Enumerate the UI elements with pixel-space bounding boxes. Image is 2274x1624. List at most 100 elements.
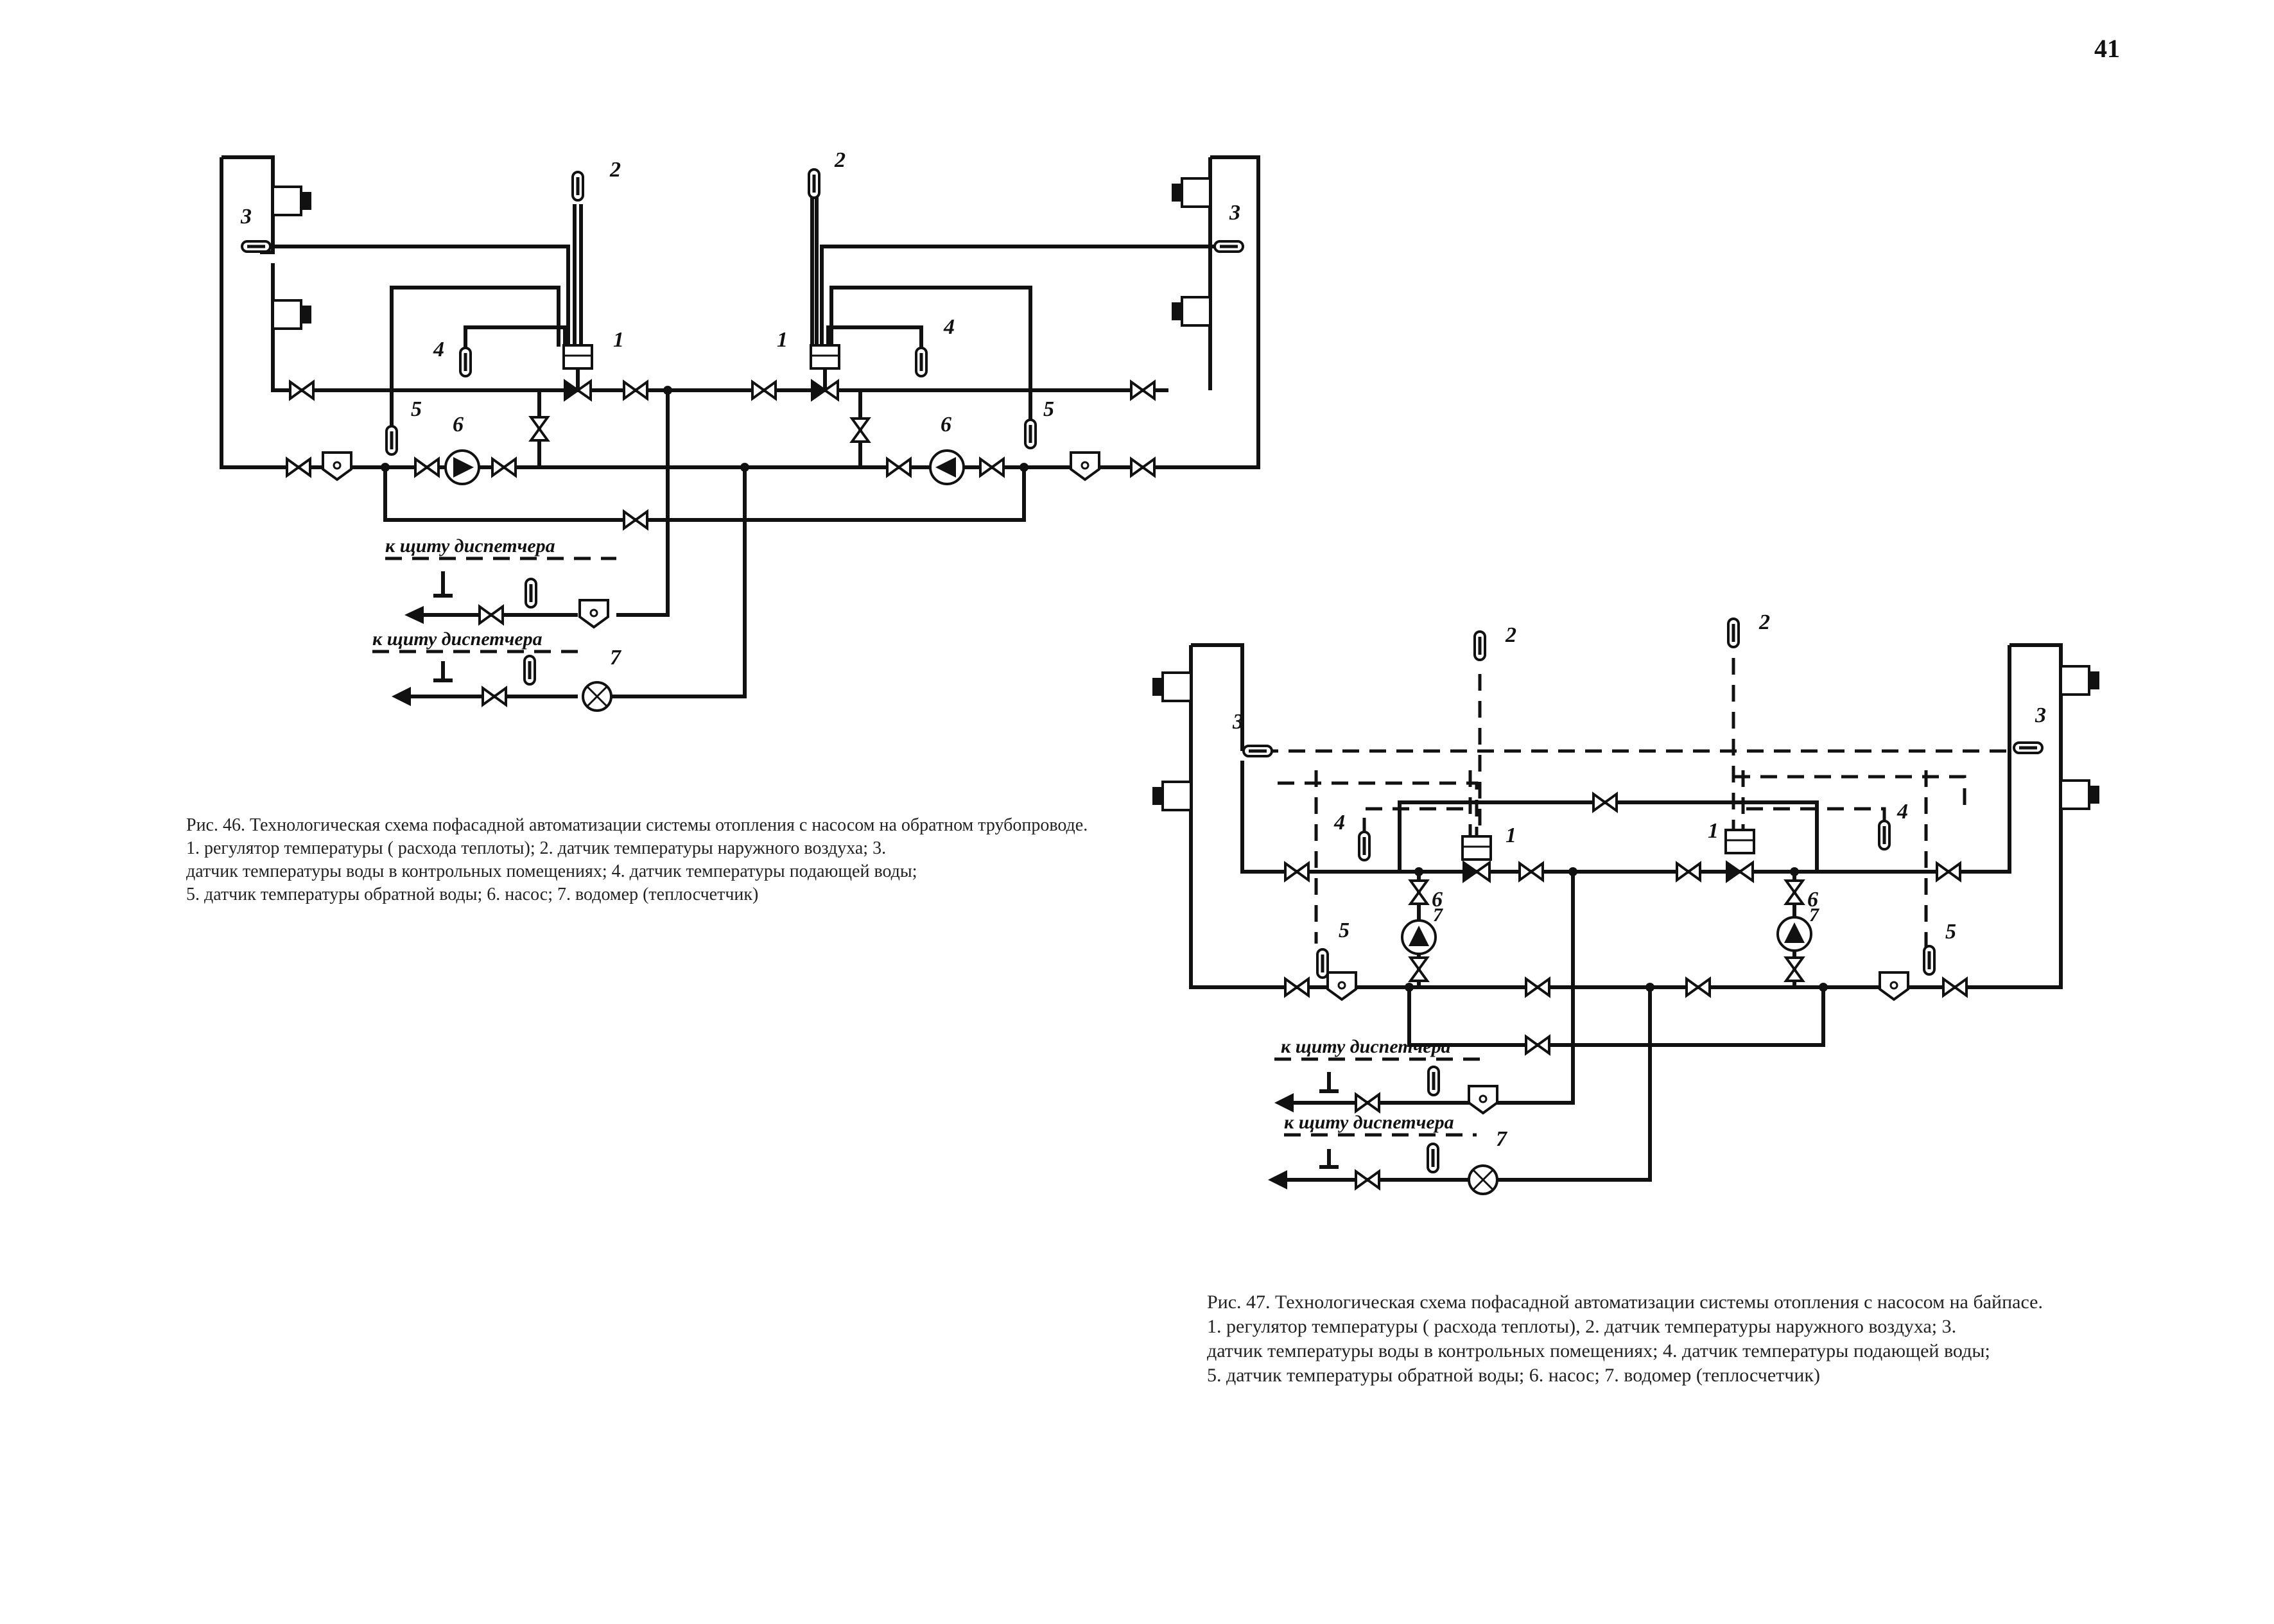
regulator-right-valve xyxy=(1726,861,1754,882)
valve xyxy=(1525,1035,1550,1055)
regulator-right-actuator xyxy=(810,344,840,370)
valve xyxy=(623,381,648,400)
label-7: 7 xyxy=(1433,904,1443,926)
valve xyxy=(1130,458,1156,477)
regulator-right-actuator xyxy=(1724,829,1755,854)
return-sensor-left xyxy=(1317,949,1328,978)
label-4: 4 xyxy=(943,315,955,339)
pump-left xyxy=(1401,919,1437,955)
valve xyxy=(623,510,648,530)
label-6: 6 xyxy=(453,413,464,436)
valve xyxy=(414,458,440,477)
heater-left-upper xyxy=(1151,671,1192,702)
label-2: 2 xyxy=(1758,610,1770,634)
figure-46-scheme: 2 2 3 3 1 1 4 4 5 5 6 6 7 к щиту диспетч… xyxy=(220,148,1260,712)
figure-46-caption: Рис. 46. Технологическая схема пофасадно… xyxy=(186,814,1124,906)
label-1: 1 xyxy=(777,328,788,352)
valve xyxy=(1785,956,1804,982)
legend-line: 1. регулятор температуры ( расхода тепло… xyxy=(186,838,887,858)
label-4: 4 xyxy=(1333,811,1345,834)
supply-sensor-left xyxy=(460,348,471,376)
valve xyxy=(1284,978,1310,997)
return-sensor-right xyxy=(1924,946,1934,974)
label-7: 7 xyxy=(1496,1127,1508,1151)
label-1: 1 xyxy=(613,328,624,352)
dispatcher-label: к щиту диспетчера xyxy=(1281,1036,1451,1057)
label-4: 4 xyxy=(1896,800,1908,824)
room-sensor-left xyxy=(1244,746,1272,756)
strainer-right xyxy=(1879,971,1909,1001)
valve xyxy=(1409,879,1428,905)
label-3: 3 xyxy=(2035,704,2046,727)
valve xyxy=(1942,978,1968,997)
label-4: 4 xyxy=(433,338,444,361)
heat-sensor xyxy=(526,579,536,607)
valve xyxy=(1785,879,1804,905)
room-sensor-right xyxy=(2014,743,2042,753)
heat-sensor xyxy=(525,656,535,684)
heater-left-upper xyxy=(272,186,313,216)
outdoor-sensor-left xyxy=(573,172,583,200)
pump-left xyxy=(444,449,480,485)
valve xyxy=(1518,862,1544,881)
strainer-right xyxy=(1070,451,1100,481)
room-sensor-left xyxy=(242,241,270,252)
label-7: 7 xyxy=(610,646,622,669)
label-5: 5 xyxy=(1043,397,1054,421)
label-1: 1 xyxy=(1708,819,1719,843)
label-2: 2 xyxy=(609,158,621,182)
caption-title: Рис. 46. Технологическая схема пофасадно… xyxy=(186,815,1088,835)
dispatcher-label: к щиту диспетчера xyxy=(1284,1112,1454,1133)
heater-left-lower xyxy=(272,299,313,330)
caption-title: Рис. 47. Технологическая схема пофасадно… xyxy=(1207,1291,2043,1313)
regulator-left-actuator xyxy=(562,344,593,370)
valve xyxy=(1355,1093,1380,1112)
pump-right xyxy=(929,449,965,485)
dispatcher-label: к щиту диспетчера xyxy=(372,628,542,650)
pump-right xyxy=(1776,916,1812,952)
bypass-valve-right xyxy=(851,417,870,443)
valve xyxy=(1355,1170,1380,1189)
outdoor-sensor-left xyxy=(1475,632,1485,660)
valve xyxy=(1130,381,1156,400)
valve xyxy=(979,458,1005,477)
strainer-main xyxy=(1468,1085,1498,1114)
valve xyxy=(751,381,777,400)
valve xyxy=(1936,862,1961,881)
heater-left-lower xyxy=(1151,781,1192,811)
supply-sensor-right xyxy=(916,348,926,376)
label-5: 5 xyxy=(411,397,422,421)
water-meter xyxy=(1468,1164,1498,1195)
legend-line: датчик температуры воды в контрольных по… xyxy=(1207,1340,1990,1361)
label-3: 3 xyxy=(1229,201,1240,225)
label-6: 6 xyxy=(1807,888,1818,911)
legend-line: 1. регулятор температуры ( расхода тепло… xyxy=(1207,1316,1957,1337)
bypass-valve-left xyxy=(530,416,549,442)
valve xyxy=(1676,862,1701,881)
valve xyxy=(1685,978,1711,997)
room-sensor-right xyxy=(1215,241,1243,252)
label-1: 1 xyxy=(1506,824,1516,847)
strainer-left xyxy=(1326,971,1357,1001)
valve xyxy=(482,687,507,706)
label-6: 6 xyxy=(1432,888,1443,911)
water-meter xyxy=(582,681,612,712)
heat-sensor xyxy=(1428,1067,1439,1095)
heater-right-upper xyxy=(2060,665,2101,696)
valve xyxy=(1525,978,1550,997)
dispatcher-label: к щиту диспетчера xyxy=(385,535,555,557)
label-7: 7 xyxy=(1809,904,1819,926)
supply-sensor-right xyxy=(1879,821,1889,849)
supply-sensor-left xyxy=(1359,832,1369,860)
strainer-left xyxy=(322,451,352,481)
legend-line: 5. датчик температуры обратной воды; 6. … xyxy=(1207,1365,1820,1386)
heater-right-lower xyxy=(1170,296,1211,327)
valve xyxy=(1284,862,1310,881)
legend-line: 5. датчик температуры обратной воды; 6. … xyxy=(186,885,759,904)
return-sensor-right xyxy=(1025,420,1036,448)
label-2: 2 xyxy=(834,148,846,172)
heater-right-upper xyxy=(1170,177,1211,208)
valve xyxy=(1409,956,1428,982)
label-3: 3 xyxy=(1232,710,1244,734)
